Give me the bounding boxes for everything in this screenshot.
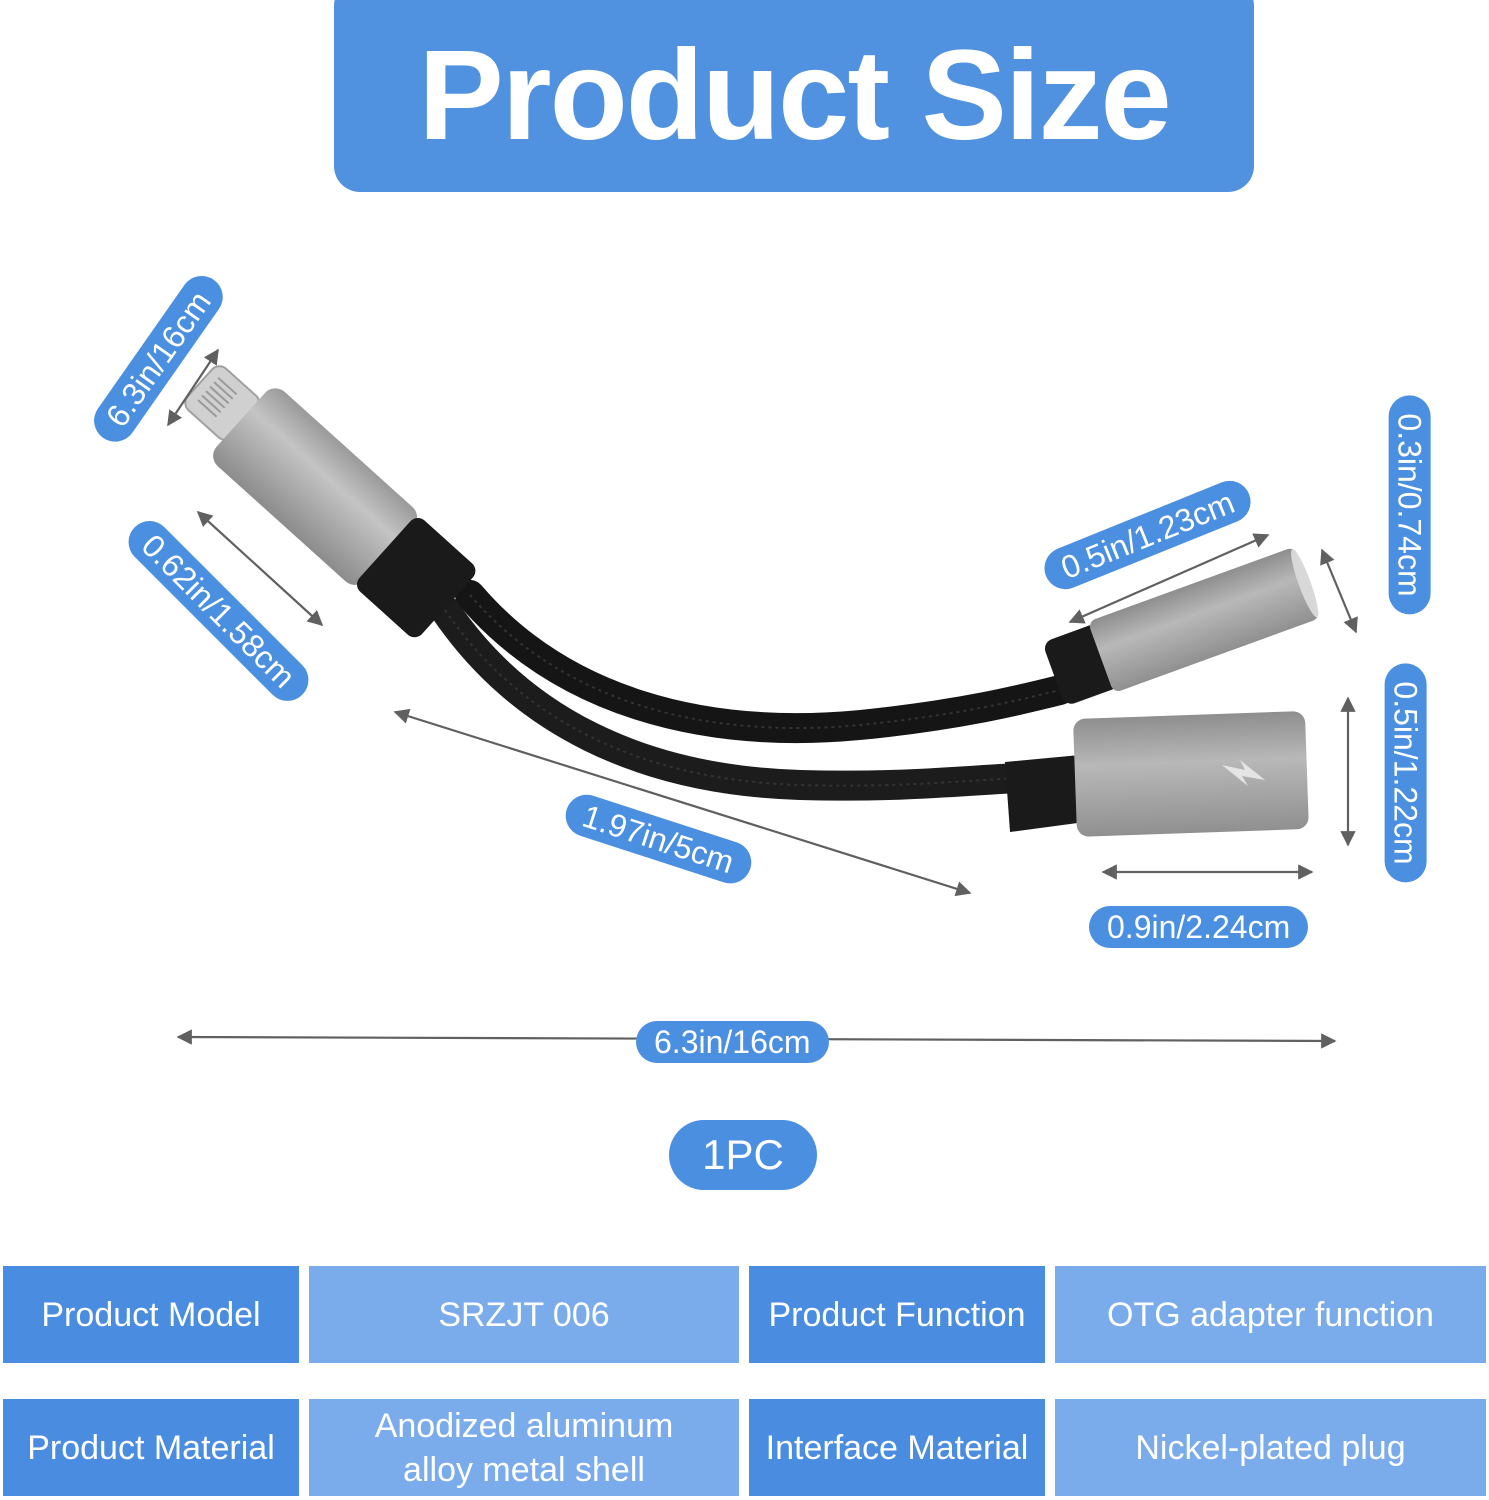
spec-value-cell: OTG adapter function [1055,1266,1486,1363]
double-arrow-icon [196,510,324,627]
dimension-label-total-length: 6.3in/16cm [636,1021,829,1063]
dimension-label-port-length: 0.9in/2.24cm [1089,906,1309,948]
lightning-bolt-icon [1222,760,1265,786]
double-arrow-icon [167,348,219,427]
quantity-badge: 1PC [669,1120,817,1190]
spec-key-cell: Product Model [3,1266,299,1363]
dimension-label-port-height: 0.5in/1.22cm [1384,663,1427,883]
spec-row: Product Material Anodized aluminum alloy… [0,1399,1489,1496]
spec-row: Product Model SRZJT 006 Product Function… [0,1266,1489,1363]
spec-key-cell: Product Function [749,1266,1045,1363]
page-title: Product Size [418,24,1171,167]
spec-value-cell: Anodized aluminum alloy metal shell [309,1399,739,1496]
lightning-port-connector [1005,711,1309,837]
spec-value-cell: SRZJT 006 [309,1266,739,1363]
double-arrow-icon [1320,548,1358,634]
spec-key-cell: Interface Material [749,1399,1045,1496]
double-arrow-icon [393,708,972,897]
double-arrow-icon [1068,533,1270,624]
spec-key-cell: Product Material [3,1399,299,1496]
title-banner: Product Size [334,0,1254,192]
spec-value-cell: Nickel-plated plug [1055,1399,1486,1496]
dimension-label-jack-diameter: 0.3in/0.74cm [1388,395,1431,615]
